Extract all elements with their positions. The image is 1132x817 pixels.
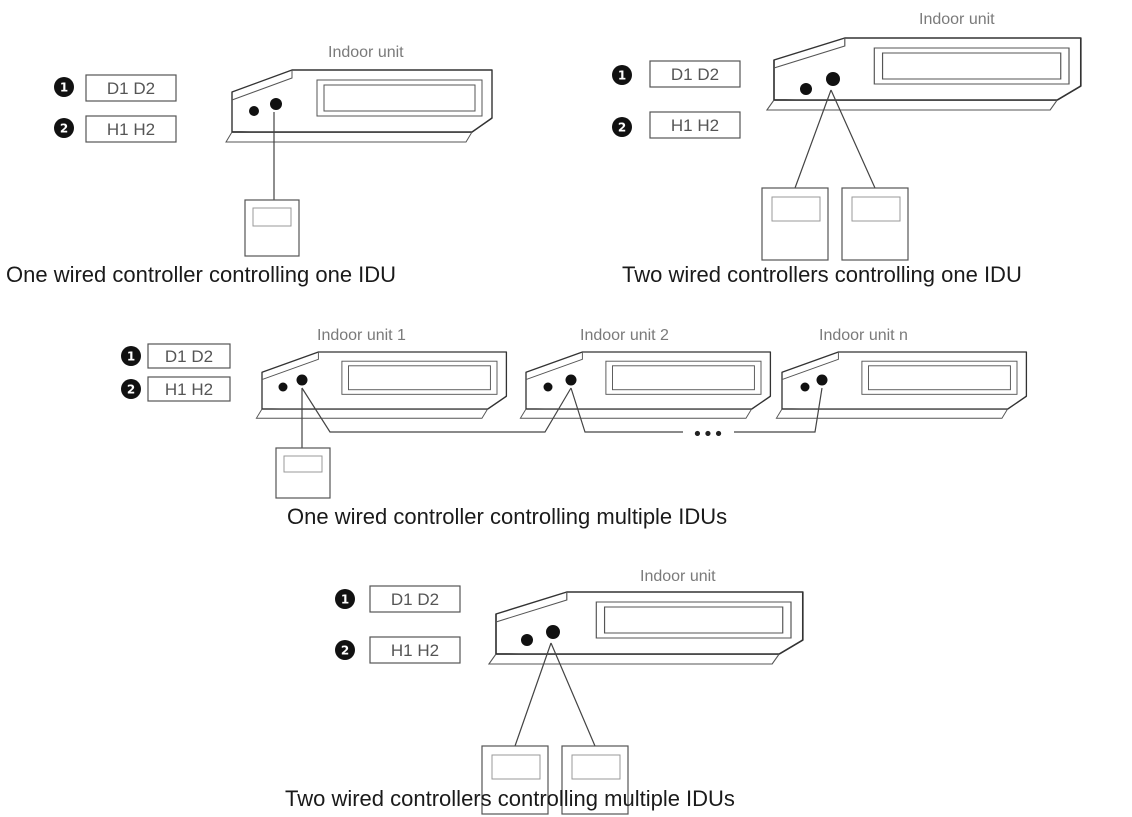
indoor-unit xyxy=(225,69,493,143)
badge-1-label: 1 xyxy=(60,81,68,95)
badge-1-icon xyxy=(121,346,141,366)
terminal-label-d1d2: D1 D2 xyxy=(391,590,439,609)
terminal-2-icon xyxy=(816,374,828,386)
badge-2-icon xyxy=(54,118,74,138)
terminal-2-icon xyxy=(546,625,560,639)
badge-2-label: 2 xyxy=(618,121,626,135)
caption-one-multi: One wired controller controlling multipl… xyxy=(287,504,727,529)
controller-screen xyxy=(283,455,323,473)
terminal-1-icon xyxy=(800,83,812,95)
terminal-box-d1d2 xyxy=(85,74,177,102)
terminal-label-h1h2: H1 H2 xyxy=(165,380,213,399)
controller-screen xyxy=(571,754,621,780)
terminal-box-h1h2 xyxy=(85,115,177,143)
badge-1-icon xyxy=(612,65,632,85)
panel-two-controllers-multi-idu: 1 D1 D2 2 H1 H2 Indoor unit Two wired co… xyxy=(285,568,804,815)
controller-screen xyxy=(491,754,541,780)
badge-2-icon xyxy=(612,117,632,137)
badge-1-icon xyxy=(335,589,355,609)
terminal-box-h1h2 xyxy=(147,376,231,402)
panel-one-controller-one-idu: 1 D1 D2 2 H1 H2 Indoor unit One wired co… xyxy=(6,44,493,287)
caption-two-multi: Two wired controllers controlling multip… xyxy=(285,786,735,811)
indoor-unit-n-label: Indoor unit n xyxy=(819,327,908,344)
badge-2-label: 2 xyxy=(341,644,349,658)
controller-screen xyxy=(252,207,292,227)
terminal-1-icon xyxy=(249,106,259,116)
terminal-label-d1d2: D1 D2 xyxy=(671,65,719,84)
terminal-box-d1d2 xyxy=(369,585,461,613)
wired-controller-a xyxy=(481,745,549,815)
terminal-1-icon xyxy=(800,382,810,392)
terminal-box-h1h2 xyxy=(649,111,741,139)
terminal-box-d1d2 xyxy=(649,60,741,88)
terminal-label-h1h2: H1 H2 xyxy=(671,116,719,135)
terminal-1-icon xyxy=(278,382,288,392)
terminal-box-h1h2 xyxy=(369,636,461,664)
terminal-1-icon xyxy=(521,634,533,646)
badge-2-icon xyxy=(335,640,355,660)
legend-item-2: 2 H1 H2 xyxy=(54,115,177,143)
terminal-label-d1d2: D1 D2 xyxy=(107,79,155,98)
badge-1-label: 1 xyxy=(618,69,626,83)
wired-controller-b xyxy=(561,745,629,815)
indoor-unit-1-label: Indoor unit 1 xyxy=(317,327,406,344)
terminal-2-icon xyxy=(565,374,577,386)
wired-controller xyxy=(244,199,300,257)
badge-2-label: 2 xyxy=(127,383,135,397)
terminal-label-h1h2: H1 H2 xyxy=(107,120,155,139)
panel-one-controller-multi-idu: 1 D1 D2 2 H1 H2 Indoor unit 1 Indoor uni… xyxy=(121,327,1028,529)
indoor-unit xyxy=(766,37,1082,111)
badge-2-label: 2 xyxy=(60,122,68,136)
indoor-unit-n xyxy=(775,351,1028,419)
indoor-unit-label: Indoor unit xyxy=(640,568,716,585)
indoor-unit-2-label: Indoor unit 2 xyxy=(580,327,669,344)
legend-item-1: 1 D1 D2 xyxy=(54,74,177,102)
terminal-2-icon xyxy=(826,72,840,86)
wired-controller-a xyxy=(761,187,829,261)
panel-two-controllers-one-idu: 1 D1 D2 2 H1 H2 Indoor unit Two wired co… xyxy=(612,11,1082,287)
indoor-unit-1 xyxy=(255,351,508,419)
indoor-unit-label: Indoor unit xyxy=(919,11,995,28)
badge-1-label: 1 xyxy=(127,350,135,364)
badge-1-label: 1 xyxy=(341,593,349,607)
indoor-unit-label: Indoor unit xyxy=(328,44,404,61)
caption-two-one: Two wired controllers controlling one ID… xyxy=(622,262,1022,287)
caption-one-one: One wired controller controlling one IDU xyxy=(6,262,396,287)
ellipsis: ••• xyxy=(692,424,724,445)
badge-1-icon xyxy=(54,77,74,97)
terminal-2-icon xyxy=(296,374,308,386)
terminal-2-icon xyxy=(270,98,282,110)
terminal-1-icon xyxy=(543,382,553,392)
controller-screen xyxy=(771,196,821,222)
terminal-label-d1d2: D1 D2 xyxy=(165,347,213,366)
indoor-unit xyxy=(488,591,804,665)
wired-controller-b xyxy=(841,187,909,261)
badge-2-icon xyxy=(121,379,141,399)
terminal-label-h1h2: H1 H2 xyxy=(391,641,439,660)
controller-screen xyxy=(851,196,901,222)
terminal-box-d1d2 xyxy=(147,343,231,369)
indoor-unit-2 xyxy=(519,351,772,419)
